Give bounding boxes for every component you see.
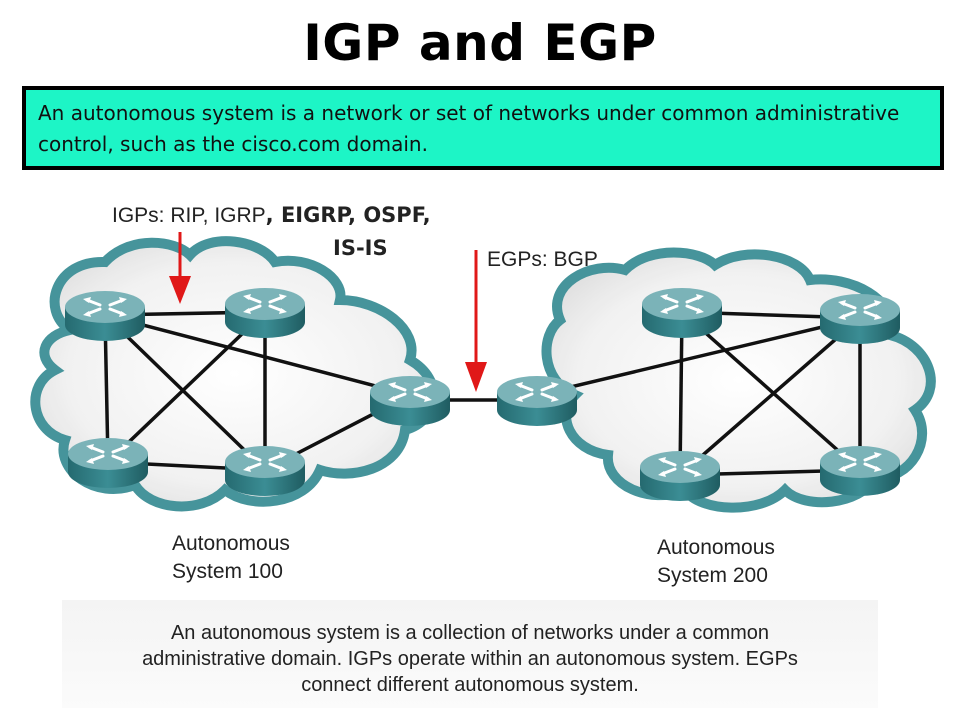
- router-icon: [223, 444, 307, 498]
- router-icon: [63, 289, 147, 343]
- router-icon: [368, 374, 452, 428]
- igp-label-bold: , EIGRP, OSPF,: [265, 203, 431, 227]
- igp-label-line2: IS-IS: [333, 236, 388, 260]
- slide-title: IGP and EGP: [303, 14, 657, 72]
- arrow-egp-icon: [465, 250, 487, 392]
- caption-panel: An autonomous system is a collection of …: [62, 600, 878, 708]
- as100-label-line1: Autonomous: [172, 532, 290, 555]
- caption-line-3: connect different autonomous system.: [301, 674, 639, 696]
- igp-label: IGPs: RIP, IGRP, EIGRP, OSPF,: [112, 203, 472, 228]
- caption-line-2: administrative domain. IGPs operate with…: [142, 648, 798, 670]
- as200-label: Autonomous System 200: [657, 534, 775, 590]
- router-icon: [66, 436, 150, 490]
- caption-text: An autonomous system is a collection of …: [62, 620, 878, 698]
- definition-box: An autonomous system is a network or set…: [22, 86, 944, 170]
- definition-text: An autonomous system is a network or set…: [38, 101, 900, 156]
- as200-label-line2: System 200: [657, 564, 768, 587]
- arrow-igp-icon: [169, 232, 191, 304]
- router-icon: [640, 286, 724, 340]
- router-icon: [495, 374, 579, 428]
- as100-label: Autonomous System 100: [172, 530, 290, 586]
- as100-label-line2: System 100: [172, 560, 283, 583]
- router-icon: [818, 444, 902, 498]
- router-icon: [223, 286, 307, 340]
- as200-label-line1: Autonomous: [657, 536, 775, 559]
- router-icon: [638, 449, 722, 503]
- caption-line-1: An autonomous system is a collection of …: [170, 622, 770, 644]
- router-icon: [818, 292, 902, 346]
- egp-label: EGPs: BGP: [487, 248, 598, 271]
- igp-label-plain: IGPs: RIP, IGRP: [112, 204, 266, 227]
